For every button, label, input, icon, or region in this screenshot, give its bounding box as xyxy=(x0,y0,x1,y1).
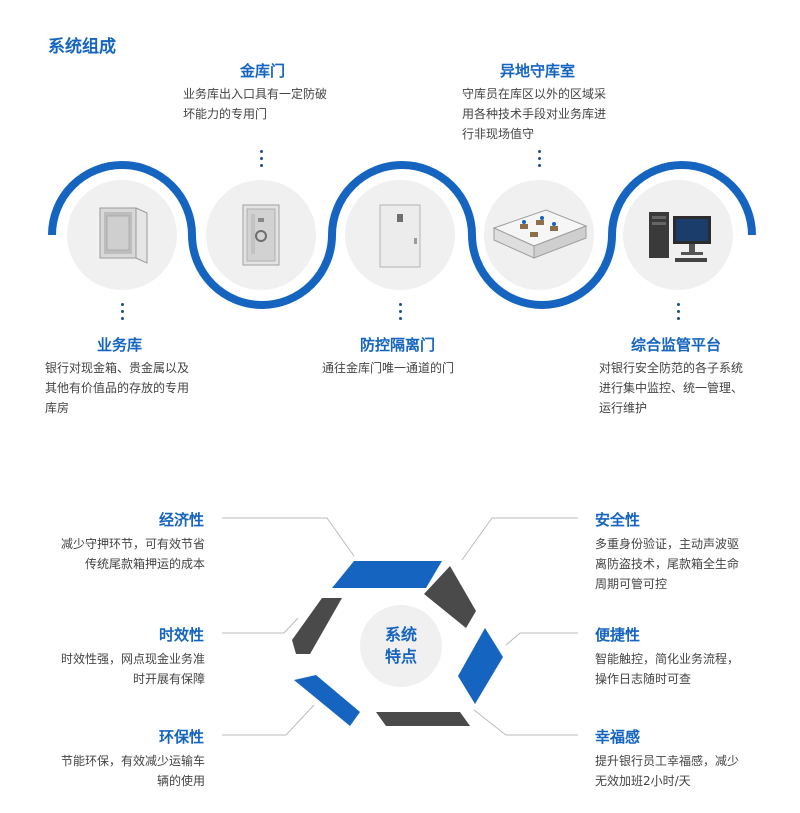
feature-eco-desc: 节能环保，有效减少运输车 辆的使用 xyxy=(30,751,205,791)
business-vault-desc: 银行对现金箱、贵金属以及 其他有价值品的存放的专用 库房 xyxy=(45,358,215,418)
monitor-platform-illustration xyxy=(623,180,733,290)
feature-happiness-title: 幸福感 xyxy=(595,728,641,746)
feature-convenience-desc-line: 智能触控，简化业务流程， xyxy=(595,652,740,666)
leader-line-economy xyxy=(222,517,355,557)
vault-door-connector-dots xyxy=(260,150,264,171)
remote-guard-desc-line: 行非现场值守 xyxy=(462,127,535,141)
business-vault-desc-line: 库房 xyxy=(45,401,70,415)
feature-timeliness-desc: 时效性强，网点现金业务准 时开展有保障 xyxy=(30,649,205,689)
monitor-platform-desc: 对银行安全防范的各子系统 进行集中监控、统一管理、 运行维护 xyxy=(599,358,774,418)
monitor-platform-title: 综合监管平台 xyxy=(631,336,722,354)
feature-safety-title: 安全性 xyxy=(595,511,641,529)
business-vault-desc-line: 银行对现金箱、贵金属以及 xyxy=(45,361,190,375)
feature-happiness-desc-line: 提升银行员工幸福感，减少 xyxy=(595,754,740,768)
leader-line-eco xyxy=(222,704,315,736)
hex-segment-top-left xyxy=(292,598,342,654)
monitor-platform-desc-line: 进行集中监控、统一管理、 xyxy=(599,381,744,395)
vault-door-title: 金库门 xyxy=(240,62,286,80)
feature-economy-desc-line: 传统尾款箱押运的成本 xyxy=(84,557,205,571)
feature-safety-desc: 多重身份验证，主动声波驱 离防盗技术，尾款箱全生命 周期可管可控 xyxy=(595,534,780,594)
center-label-line-1: 系统 xyxy=(384,625,417,644)
business-vault-title: 业务库 xyxy=(97,336,143,354)
leader-line-timeliness xyxy=(222,617,299,634)
feature-happiness-desc: 提升银行员工幸福感，减少 无效加班2小时/天 xyxy=(595,751,780,791)
features-hexagon-diagram xyxy=(222,517,578,736)
feature-eco-title: 环保性 xyxy=(158,728,204,746)
feature-safety-desc-line: 多重身份验证，主动声波驱 xyxy=(595,537,740,551)
wave-connector xyxy=(48,161,756,309)
remote-guard-connector-dots xyxy=(538,150,542,171)
feature-eco-desc-line: 辆的使用 xyxy=(156,774,205,788)
center-label-line-2: 特点 xyxy=(384,647,417,666)
business-vault-connector-dots xyxy=(121,303,125,324)
feature-happiness-desc-line: 无效加班2小时/天 xyxy=(595,774,691,788)
section-title: 系统组成 xyxy=(48,37,116,57)
remote-guard-room-illustration xyxy=(484,180,594,290)
vault-door-illustration xyxy=(206,180,316,290)
hex-segment-bottom xyxy=(376,712,470,726)
isolation-door-connector-dots xyxy=(399,303,403,324)
hex-segment-top xyxy=(332,561,442,588)
center-label: 系统 特点 xyxy=(361,624,441,668)
feature-safety-desc-line: 周期可管可控 xyxy=(595,577,668,591)
feature-convenience-desc-line: 操作日志随时可查 xyxy=(595,672,692,686)
feature-economy-desc-line: 减少守押环节，可有效节省 xyxy=(60,537,205,551)
vault-door-desc-line: 坏能力的专用门 xyxy=(183,107,268,121)
feature-timeliness-desc-line: 时效性强，网点现金业务准 xyxy=(60,652,205,666)
feature-eco-desc-line: 节能环保，有效减少运输车 xyxy=(60,754,205,768)
vault-door-desc: 业务库出入口具有一定防破 坏能力的专用门 xyxy=(183,84,353,124)
remote-guard-desc-line: 守库员在库区以外的区域采 xyxy=(462,87,607,101)
hex-segment-top-right xyxy=(424,566,476,628)
feature-economy-desc: 减少守押环节，可有效节省 传统尾款箱押运的成本 xyxy=(30,534,205,574)
leader-line-happiness xyxy=(473,709,578,736)
feature-economy-title: 经济性 xyxy=(158,511,204,529)
isolation-door-title: 防控隔离门 xyxy=(360,336,436,354)
business-vault-illustration xyxy=(67,180,177,290)
isolation-door-desc-line: 通往金库门唯一通道的门 xyxy=(322,361,455,375)
business-vault-desc-line: 其他有价值品的存放的专用 xyxy=(45,381,190,395)
hex-segment-right xyxy=(458,628,503,704)
remote-guard-desc: 守库员在库区以外的区域采 用各种技术手段对业务库进 行非现场值守 xyxy=(462,84,632,144)
hex-segment-left xyxy=(294,675,360,726)
leader-line-convenience xyxy=(505,632,578,646)
feature-timeliness-title: 时效性 xyxy=(158,626,204,644)
monitor-platform-connector-dots xyxy=(677,303,681,324)
vault-door-desc-line: 业务库出入口具有一定防破 xyxy=(183,87,328,101)
feature-convenience-desc: 智能触控，简化业务流程， 操作日志随时可查 xyxy=(595,649,780,689)
monitor-platform-desc-line: 对银行安全防范的各子系统 xyxy=(599,361,744,375)
leader-line-safety xyxy=(461,517,578,561)
remote-guard-title: 异地守库室 xyxy=(500,62,576,80)
isolation-door-illustration xyxy=(345,180,455,290)
feature-safety-desc-line: 离防盗技术，尾款箱全生命 xyxy=(595,557,740,571)
remote-guard-desc-line: 用各种技术手段对业务库进 xyxy=(462,107,607,121)
monitor-platform-desc-line: 运行维护 xyxy=(599,401,648,415)
center-circle xyxy=(360,605,442,687)
isolation-door-desc: 通往金库门唯一通道的门 xyxy=(322,358,492,378)
feature-convenience-title: 便捷性 xyxy=(595,626,641,644)
feature-timeliness-desc-line: 时开展有保障 xyxy=(132,672,205,686)
